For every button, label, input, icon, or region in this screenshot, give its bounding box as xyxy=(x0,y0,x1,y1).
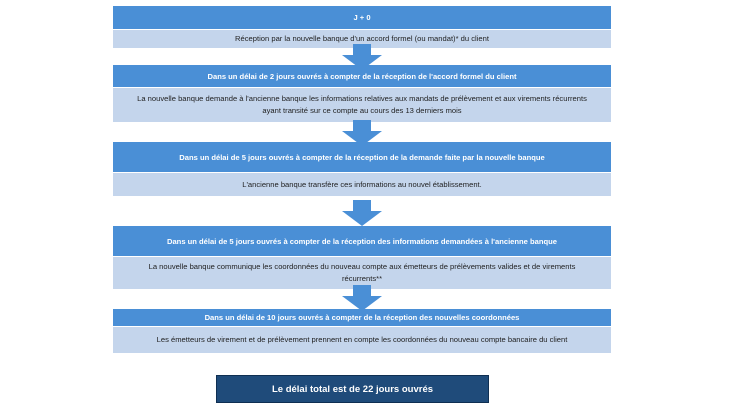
step-1: J + 0 Réception par la nouvelle banque d… xyxy=(113,6,611,48)
step-2-header: Dans un délai de 2 jours ouvrés à compte… xyxy=(113,65,611,87)
step-2-body: La nouvelle banque demande à l'ancienne … xyxy=(113,88,611,122)
step-4-body: La nouvelle banque communique les coordo… xyxy=(113,257,611,289)
step-4: Dans un délai de 5 jours ouvrés à compte… xyxy=(113,226,611,289)
step-5-body: Les émetteurs de virement et de prélèvem… xyxy=(113,327,611,353)
step-2: Dans un délai de 2 jours ouvrés à compte… xyxy=(113,65,611,122)
down-arrow-icon xyxy=(342,200,382,226)
step-3-body: L'ancienne banque transfère ces informat… xyxy=(113,173,611,196)
down-arrow-icon xyxy=(342,285,382,311)
step-3: Dans un délai de 5 jours ouvrés à compte… xyxy=(113,142,611,196)
step-5-header: Dans un délai de 10 jours ouvrés à compt… xyxy=(113,309,611,326)
down-arrow-icon xyxy=(342,44,382,70)
step-3-header: Dans un délai de 5 jours ouvrés à compte… xyxy=(113,142,611,172)
step-1-body: Réception par la nouvelle banque d'un ac… xyxy=(113,30,611,48)
total-delay-box: Le délai total est de 22 jours ouvrés xyxy=(216,375,489,403)
step-1-header: J + 0 xyxy=(113,6,611,29)
step-4-header: Dans un délai de 5 jours ouvrés à compte… xyxy=(113,226,611,256)
step-5: Dans un délai de 10 jours ouvrés à compt… xyxy=(113,309,611,353)
down-arrow-icon xyxy=(342,120,382,146)
